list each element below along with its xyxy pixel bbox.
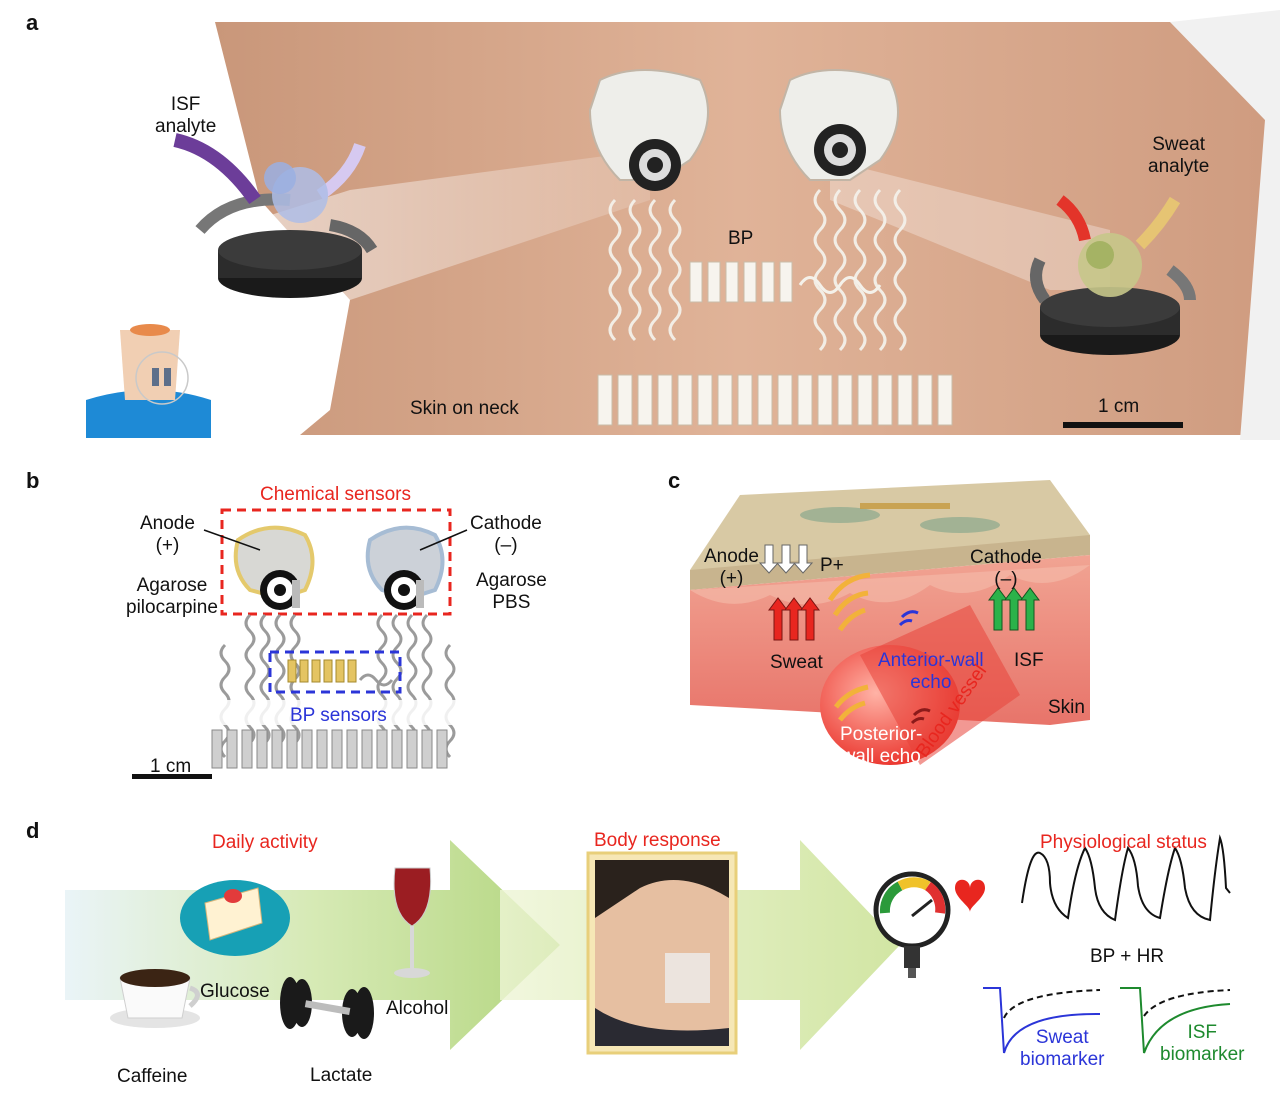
isf-analyte-line2: analyte (155, 115, 217, 137)
panel-label-a: a (26, 10, 39, 35)
sweat-biomarker-line1: Sweat (1035, 1027, 1089, 1048)
agarose-pbs-line2: PBS (492, 591, 531, 613)
panel-d-workflow (65, 834, 1231, 1055)
anode-c-line2: (+) (719, 567, 744, 589)
chemical-sensors-label: Chemical sensors (260, 484, 411, 505)
anode-c-line1: Anode (704, 546, 759, 567)
sweat-analyte-label: Sweat analyte (1148, 134, 1209, 178)
bp-hr-label: BP + HR (1090, 946, 1165, 967)
isf-analyte-line1: ISF (170, 94, 201, 115)
sweat-biomarker-label: Sweat biomarker (1020, 1027, 1104, 1071)
scale-bar-label-a: 1 cm (1098, 396, 1140, 417)
skin-on-neck-label: Skin on neck (410, 398, 519, 419)
anterior-line1: Anterior-wall (878, 650, 984, 671)
panel-label-d: d (26, 818, 40, 843)
anode-label-b: Anode (+) (140, 513, 195, 557)
p-plus-label: P+ (820, 555, 844, 576)
anode-b-line1: Anode (140, 513, 195, 534)
cathode-label-b: Cathode (–) (470, 513, 542, 557)
isf-biomarker-line1: ISF (1187, 1022, 1218, 1043)
anterior-line2: echo (910, 671, 952, 693)
panel-a-photo (86, 10, 1280, 440)
panel-label-b: b (26, 468, 40, 493)
agarose-pbs-line1: Agarose (476, 570, 547, 591)
sweat-analyte-line1: Sweat (1152, 134, 1206, 155)
sweat-analyte-line2: analyte (1148, 155, 1210, 177)
panel-label-c: c (668, 468, 681, 493)
anterior-wall-echo-label: Anterior-wall echo (878, 650, 984, 694)
physiological-status-label: Physiological status (1040, 832, 1207, 853)
cathode-b-line1: Cathode (470, 513, 542, 534)
sweat-biomarker-line2: biomarker (1020, 1048, 1105, 1070)
cathode-b-line2: (–) (494, 534, 518, 556)
isf-analyte-label: ISF analyte (155, 94, 216, 138)
posterior-line2: wall echo (841, 745, 921, 767)
daily-activity-label: Daily activity (212, 832, 318, 853)
isf-label-c: ISF (1014, 650, 1044, 671)
caffeine-label: Caffeine (117, 1066, 188, 1087)
posterior-wall-echo-label: Posterior- wall echo (840, 724, 922, 768)
isf-biomarker-label: ISF biomarker (1160, 1022, 1244, 1066)
sweat-label-c: Sweat (770, 652, 823, 673)
cathode-c-line2: (–) (994, 568, 1018, 590)
panel-c-skin-cross-section (690, 480, 1090, 765)
glucose-label: Glucose (200, 981, 270, 1002)
anode-label-c: Anode (+) (704, 546, 759, 590)
posterior-line1: Posterior- (840, 724, 923, 745)
anode-b-line2: (+) (155, 534, 180, 556)
agarose-pilocarpine-label: Agarose pilocarpine (126, 575, 218, 619)
isf-biomarker-line2: biomarker (1160, 1043, 1245, 1065)
agarose-pilocarpine-line2: pilocarpine (126, 596, 218, 618)
bp-sensors-label: BP sensors (290, 705, 387, 726)
cathode-label-c: Cathode (–) (970, 547, 1042, 591)
alcohol-label: Alcohol (386, 998, 449, 1019)
body-response-label: Body response (594, 830, 721, 851)
panel-b-device-schematic (132, 508, 468, 779)
bp-label: BP (728, 228, 754, 249)
skin-label-c: Skin (1048, 697, 1085, 718)
lactate-label: Lactate (310, 1065, 373, 1086)
agarose-pilocarpine-line1: Agarose (136, 575, 208, 596)
scale-bar-label-b: 1 cm (150, 756, 192, 777)
cathode-c-line1: Cathode (970, 547, 1042, 568)
agarose-pbs-label: Agarose PBS (476, 570, 547, 614)
